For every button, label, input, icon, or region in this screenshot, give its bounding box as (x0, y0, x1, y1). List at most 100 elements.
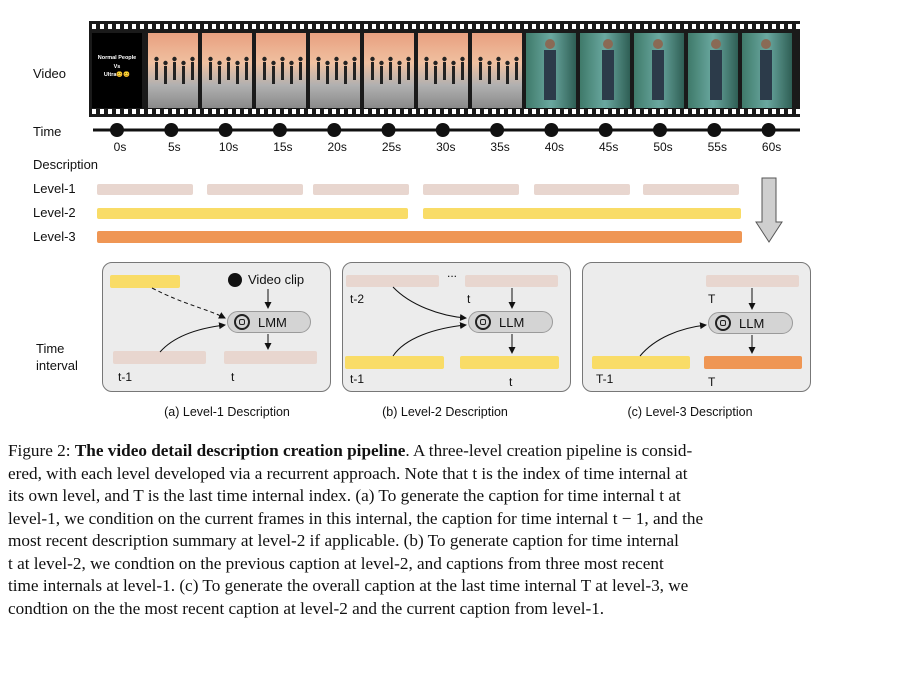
filmstrip-hole (668, 24, 672, 29)
filmstrip-hole (452, 109, 456, 114)
dancer-head (460, 56, 465, 62)
filmstrip-hole (420, 109, 424, 114)
filmstrip-hole (140, 24, 144, 29)
filmstrip-hole (468, 24, 472, 29)
filmstrip-hole (580, 109, 584, 114)
filmstrip-hole (660, 109, 664, 114)
filmstrip-hole (796, 24, 800, 29)
dancer-head (352, 56, 357, 62)
filmstrip-hole (732, 109, 736, 114)
filmstrip-hole (92, 24, 96, 29)
level1-bar (643, 184, 739, 195)
filmstrip-hole (556, 109, 560, 114)
filmstrip-hole (132, 109, 136, 114)
person-figure (652, 50, 664, 100)
timeline-tick-label: 45s (599, 140, 619, 154)
filmstrip-hole (556, 24, 560, 29)
level1-row-label: Level-1 (33, 181, 76, 196)
dancer-figure (443, 62, 446, 80)
filmstrip-hole (444, 109, 448, 114)
filmstrip-hole (172, 24, 176, 29)
level3-bar (97, 231, 742, 243)
dancer-figure (164, 66, 167, 84)
filmstrip-hole (708, 24, 712, 29)
timeline-dot (707, 123, 722, 137)
filmstrip-hole (108, 109, 112, 114)
dancer-figure (182, 66, 185, 84)
filmstrip-hole (684, 109, 688, 114)
panel-b-t-cur: t (509, 375, 513, 389)
panel-b-t-prev: t-1 (350, 372, 365, 386)
level2-bar (423, 208, 741, 219)
filmstrip-hole (524, 109, 528, 114)
timeline-tick-label: 60s (761, 140, 782, 154)
caption-line1-rest: . A three-level creation pipeline is con… (405, 441, 693, 460)
figure-caption: Figure 2: The video detail description c… (8, 440, 908, 620)
level2-row-label: Level-2 (33, 205, 76, 220)
filmstrip-hole (620, 109, 624, 114)
filmstrip-hole (364, 109, 368, 114)
filmstrip-hole (596, 109, 600, 114)
dancer-head (163, 60, 168, 66)
panel-c-level1-bar (706, 275, 799, 287)
filmstrip-hole (356, 109, 360, 114)
filmstrip-hole (692, 109, 696, 114)
filmstrip-hole (644, 109, 648, 114)
filmstrip-hole (220, 24, 224, 29)
dancer-figure (299, 62, 302, 80)
dancer-figure (335, 62, 338, 80)
filmstrip-hole (380, 109, 384, 114)
video-frame-title: Normal People Vs Ultra😊😊 (92, 33, 142, 108)
dancer-head (190, 56, 195, 62)
filmstrip-hole (100, 109, 104, 114)
dancer-figure (488, 66, 491, 84)
timeline-tick-label: 5s (167, 140, 181, 154)
caption-prefix: Figure 2: (8, 441, 75, 460)
panel-b-ellipsis: ... (447, 266, 458, 280)
filmstrip-hole (724, 24, 728, 29)
filmstrip-hole (652, 24, 656, 29)
filmstrip-hole (292, 24, 296, 29)
filmstrip-hole (404, 109, 408, 114)
filmstrip-hole (260, 24, 264, 29)
filmstrip-hole (628, 24, 632, 29)
filmstrip-hole (580, 24, 584, 29)
timeline-tick-label: 20s (327, 140, 347, 154)
filmstrip-hole (124, 24, 128, 29)
caption-title: The video detail description creation pi… (74, 441, 406, 460)
level1-bar (534, 184, 630, 195)
time-row-label: Time (33, 124, 62, 139)
dancer-head (406, 56, 411, 62)
filmstrip-hole (188, 109, 192, 114)
lmm-label: LMM (258, 314, 287, 330)
level1-bar (207, 184, 303, 195)
dancer-head (496, 56, 501, 62)
dancer-figure (407, 62, 410, 80)
filmstrip-hole (260, 109, 264, 114)
filmstrip-hole (612, 109, 616, 114)
filmstrip-hole (140, 109, 144, 114)
filmstrip-hole (604, 109, 608, 114)
dancer-figure (389, 62, 392, 80)
dancer-figure (344, 66, 347, 84)
dancer-figure (155, 62, 158, 80)
timeline-tick-label: 55s (707, 140, 727, 154)
dancer-figure (191, 62, 194, 80)
filmstrip-hole (660, 24, 664, 29)
filmstrip-hole (124, 109, 128, 114)
filmstrip-hole (116, 109, 120, 114)
filmstrip-hole (292, 109, 296, 114)
dancer-figure (317, 62, 320, 80)
dancer-head (226, 56, 231, 62)
filmstrip-hole (180, 24, 184, 29)
dancer-head (208, 56, 213, 62)
dancer-head (325, 60, 330, 66)
dancer-figure (227, 62, 230, 80)
caption-line2: ered, with each level developed via a re… (8, 463, 688, 483)
filmstrip-hole (252, 24, 256, 29)
filmstrip-hole (796, 109, 800, 114)
dancer-figure (425, 62, 428, 80)
filmstrip-hole (412, 24, 416, 29)
llm-model-b: LLM (468, 311, 553, 333)
filmstrip-hole (532, 24, 536, 29)
